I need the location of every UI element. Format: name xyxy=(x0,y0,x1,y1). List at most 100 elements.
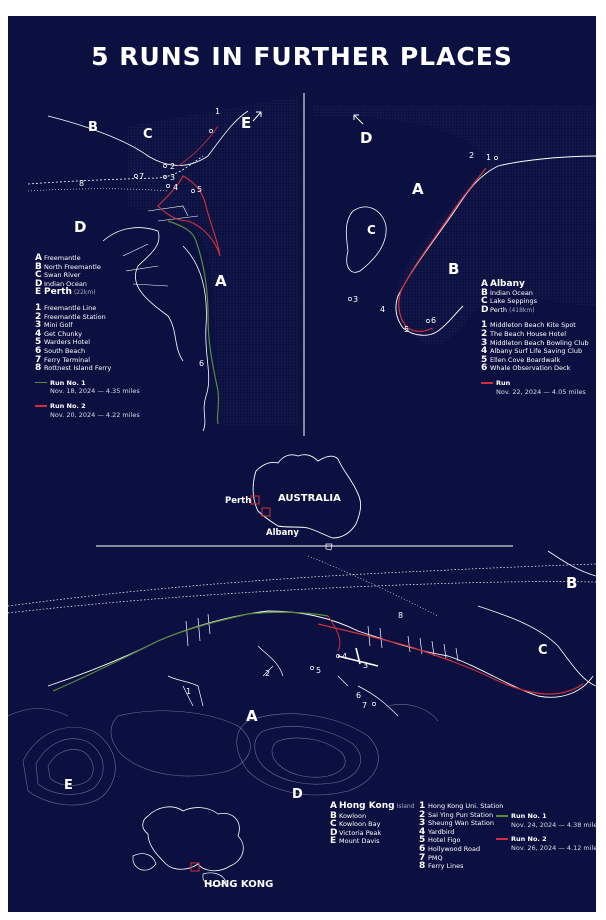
perth-label-e: E xyxy=(241,114,251,132)
perth-coastline-north xyxy=(47,110,249,166)
perth-water-grid xyxy=(128,96,298,426)
perth-point-6: 6 xyxy=(199,359,204,368)
hk-point-2: 2 xyxy=(265,669,270,678)
hk-run2-swatch xyxy=(496,838,508,840)
hk-run-1: Run No. 1 xyxy=(496,812,596,821)
hk-label-b: B xyxy=(566,574,577,592)
perth-point-7-marker xyxy=(134,174,138,178)
hk-run1-swatch xyxy=(496,815,508,817)
albany-point-3-marker xyxy=(348,297,352,301)
hk-streets-2 xyxy=(257,645,284,677)
albany-point-3: 3 xyxy=(353,295,358,304)
hk-shipping-line-1 xyxy=(8,563,596,607)
hk-point-6: 6 xyxy=(356,691,361,700)
australia-outline xyxy=(252,454,362,539)
hk-point-4: 4 xyxy=(342,652,347,661)
hk-point-7: 7 xyxy=(362,701,367,710)
hk-inset-marker xyxy=(190,862,200,872)
albany-point-4: 4 xyxy=(380,305,385,314)
perth-run1-route xyxy=(167,220,220,425)
albany-water-grid xyxy=(313,106,596,346)
perth-shipping-line xyxy=(27,188,169,192)
hk-streets-4 xyxy=(337,675,399,717)
perth-wharf xyxy=(147,205,199,222)
perth-label-c: C xyxy=(143,127,153,142)
hk-run-2: Run No. 2 xyxy=(496,835,596,844)
hk-point-3: 3 xyxy=(363,661,368,670)
perth-point-3: 3 xyxy=(170,173,175,182)
maps-canvas: B C E D A 1 2 3 4 5 6 7 8 xyxy=(8,93,596,890)
perth-run2-route xyxy=(157,175,221,257)
perth-run-2: Run No. 2 xyxy=(35,402,140,411)
hk-kowloon-bay-coast xyxy=(477,605,596,687)
albany-label-b: B xyxy=(448,260,459,278)
hk-run1-route xyxy=(52,611,329,692)
hk-label-d: D xyxy=(292,787,303,802)
hk-streets-3 xyxy=(337,647,379,667)
hk-contours xyxy=(8,704,439,806)
hk-inset-name: HONG KONG xyxy=(204,879,273,890)
hk-point-5-marker xyxy=(310,666,314,670)
run1-swatch xyxy=(35,381,47,384)
perth-label-b: B xyxy=(88,120,98,135)
perth-point-7: 7 xyxy=(139,172,144,181)
hk-legend-runs: Run No. 1 Nov. 24, 2024 — 4.38 miles Run… xyxy=(496,812,596,852)
albany-label-c: C xyxy=(367,223,376,237)
hk-shipping-line-2 xyxy=(8,581,596,614)
australia-albany-marker xyxy=(261,507,271,517)
hk-piers xyxy=(185,613,459,662)
hk-streets-1 xyxy=(167,675,204,707)
australia-name: AUSTRALIA xyxy=(278,493,341,504)
albany-run-detail: Nov. 22, 2024 — 4.05 miles xyxy=(496,387,586,396)
poster: 5 RUNS IN FURTHER PLACES xyxy=(8,16,596,912)
perth-point-2-marker xyxy=(163,164,167,168)
hk-island-coast xyxy=(47,610,594,698)
albany-run-swatch xyxy=(481,382,493,384)
hk-label-c: C xyxy=(538,643,548,658)
hk-label-e: E xyxy=(64,778,73,793)
albany-point-2: 2 xyxy=(469,151,474,160)
hk-run2-branch xyxy=(327,615,341,652)
albany-point-1-marker xyxy=(494,156,498,160)
hk-point-7-marker xyxy=(372,702,376,706)
albany-label-a: A xyxy=(412,180,424,198)
albany-direction-arrow-icon xyxy=(353,114,364,125)
hk-point-1: 1 xyxy=(186,687,191,696)
perth-run-1-detail: Nov. 18, 2024 — 4.35 miles xyxy=(50,387,140,396)
perth-point-4: 4 xyxy=(173,183,178,192)
perth-point-1: 1 xyxy=(215,107,220,116)
albany-run-route xyxy=(398,167,487,333)
perth-point-3-marker xyxy=(163,175,167,179)
australia-perth-marker xyxy=(250,495,260,505)
perth-point-5: 5 xyxy=(197,185,202,194)
hongkong-map: B C A E D 1 2 3 4 5 6 7 8 xyxy=(8,550,596,806)
